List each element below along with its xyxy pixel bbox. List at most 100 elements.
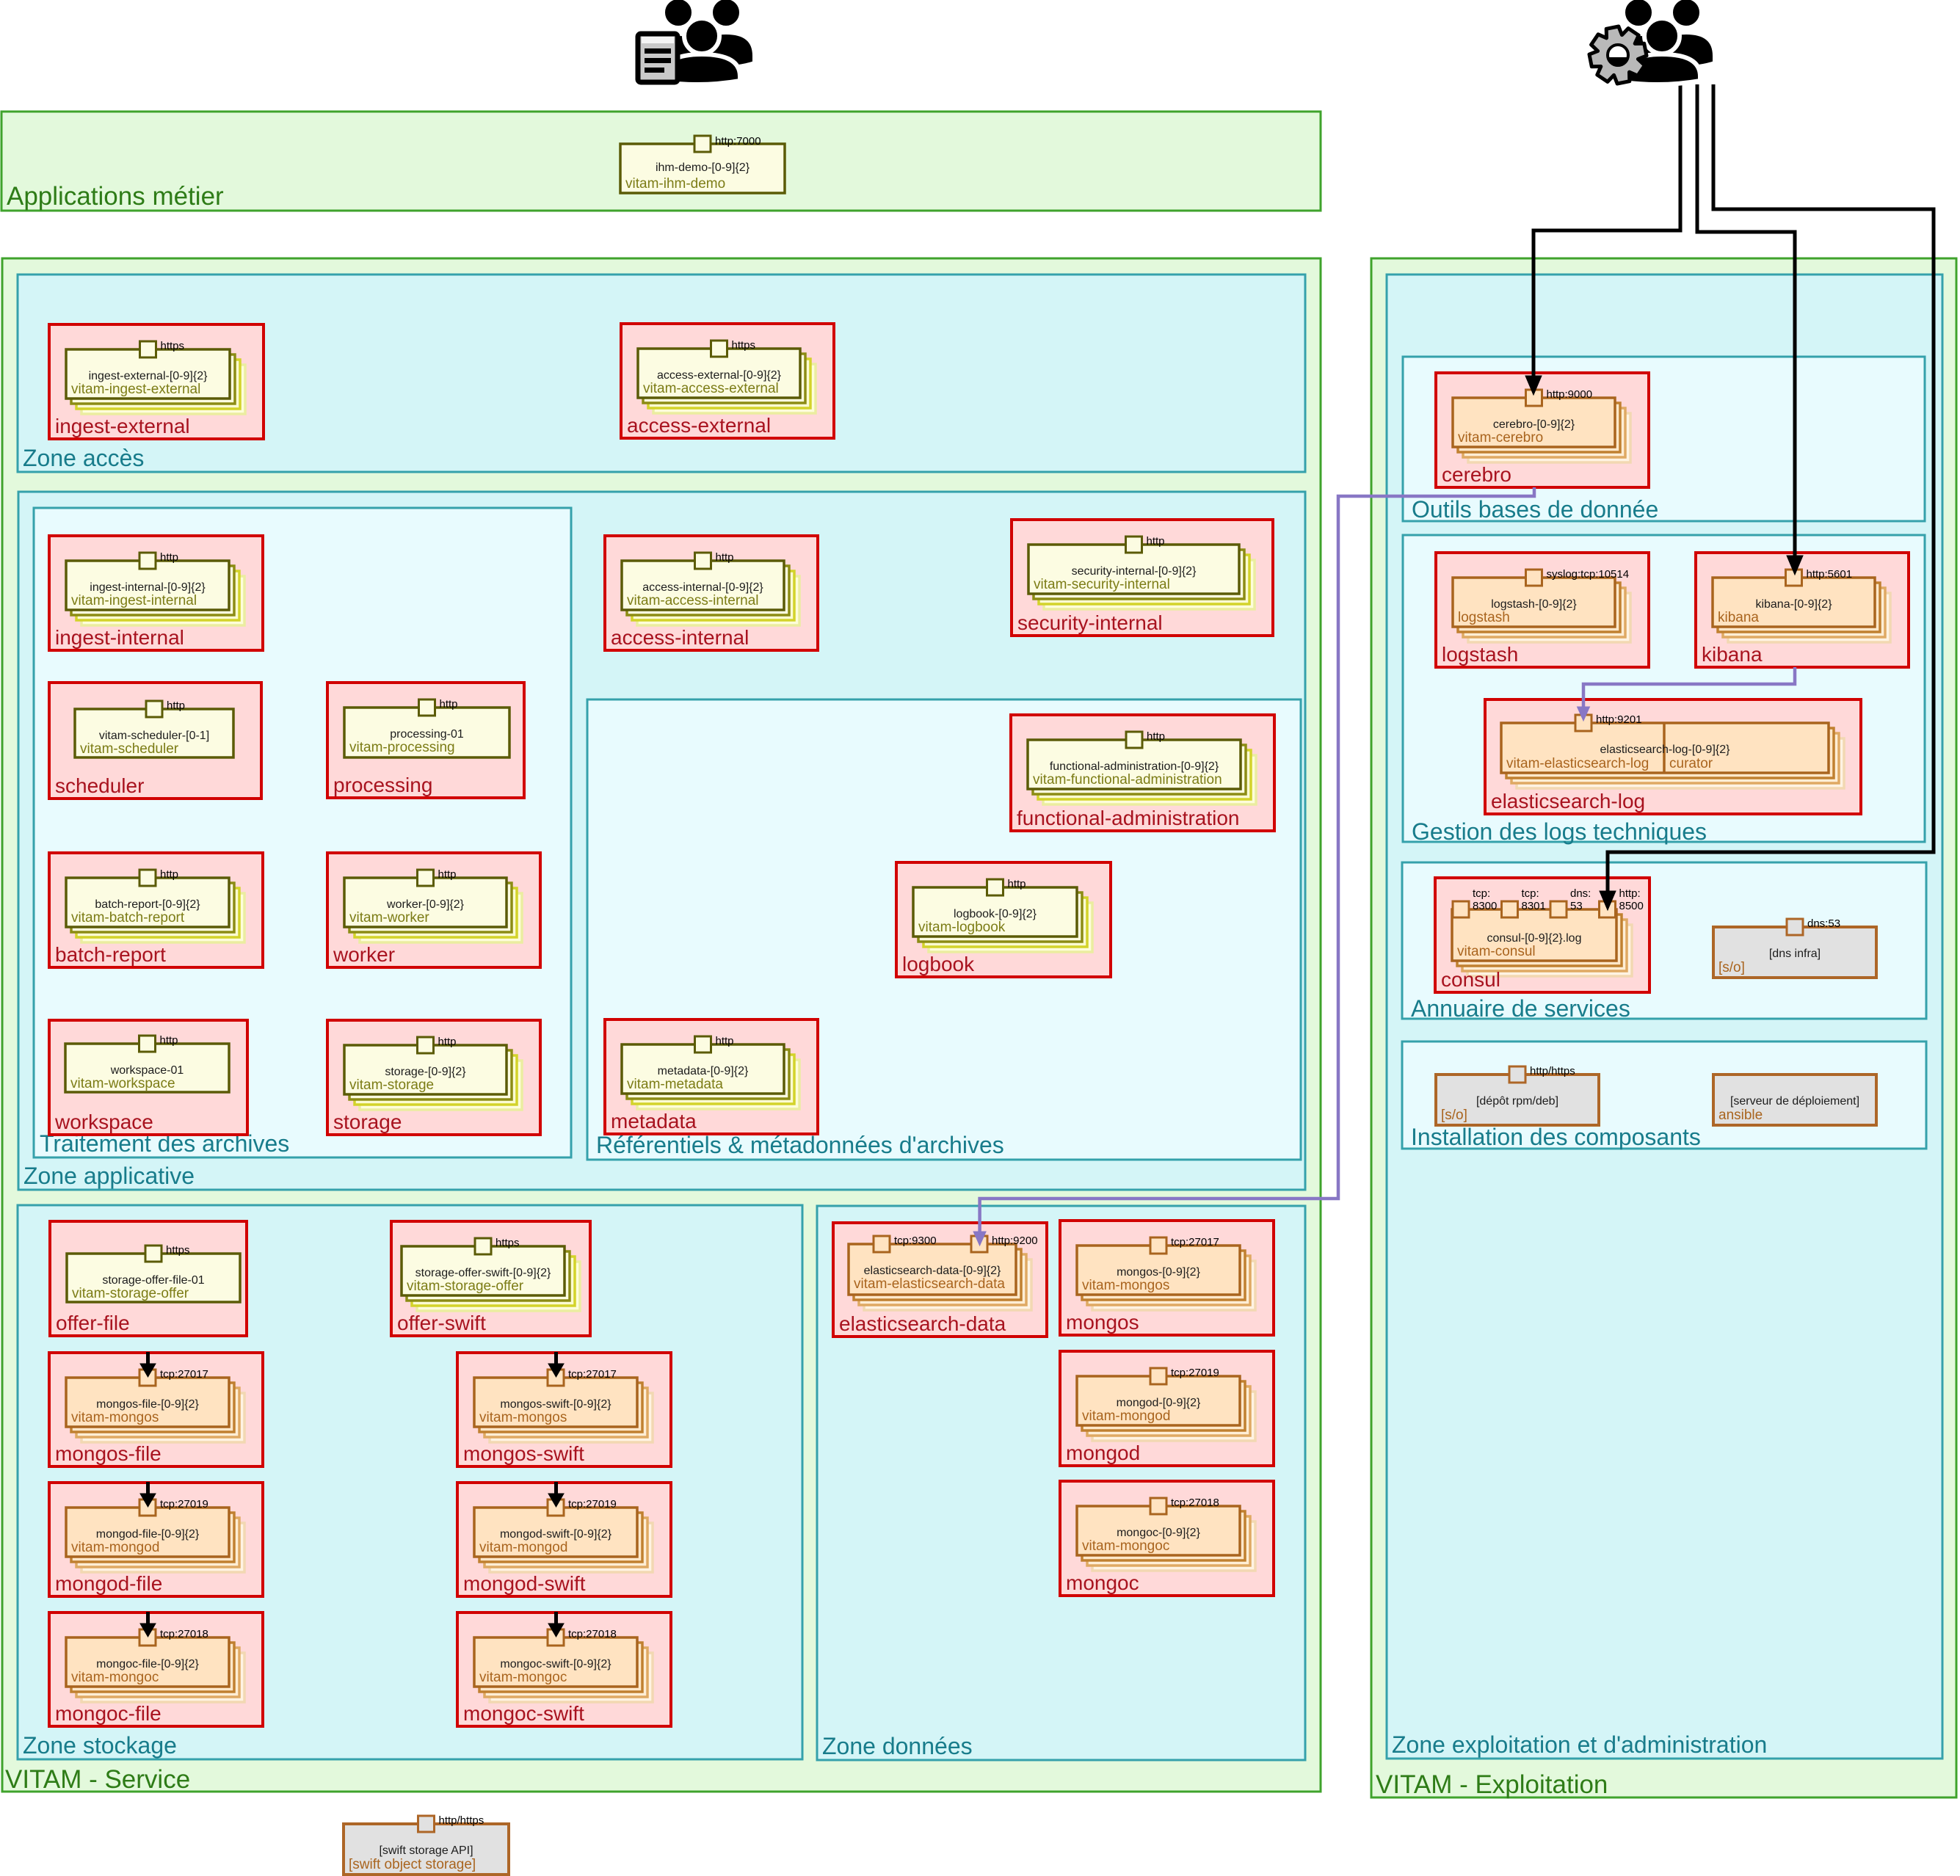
svg-text:storage: storage bbox=[333, 1110, 402, 1133]
svg-text:8500: 8500 bbox=[1619, 900, 1644, 912]
svg-text:scheduler: scheduler bbox=[55, 774, 144, 797]
svg-text:[s/o]: [s/o] bbox=[1718, 960, 1745, 975]
svg-text:dns:: dns: bbox=[1570, 887, 1591, 900]
svg-text:http:5601: http:5601 bbox=[1807, 568, 1853, 581]
svg-text:mongos-swift-[0-9]{2}: mongos-swift-[0-9]{2} bbox=[500, 1398, 611, 1411]
svg-text:worker-[0-9]{2}: worker-[0-9]{2} bbox=[386, 898, 465, 911]
svg-text:VITAM - Service: VITAM - Service bbox=[5, 1765, 190, 1794]
svg-text:vitam-elasticsearch-log: vitam-elasticsearch-log bbox=[1506, 756, 1649, 771]
svg-text:vitam-mongos: vitam-mongos bbox=[71, 1410, 159, 1425]
svg-text:[dépôt rpm/deb]: [dépôt rpm/deb] bbox=[1476, 1095, 1558, 1108]
svg-text:storage-offer-file-01: storage-offer-file-01 bbox=[102, 1274, 204, 1287]
svg-text:mongos-swift: mongos-swift bbox=[463, 1442, 584, 1465]
svg-text:mongos-file-[0-9]{2}: mongos-file-[0-9]{2} bbox=[96, 1398, 199, 1411]
svg-text:elasticsearch-data-[0-9]{2}: elasticsearch-data-[0-9]{2} bbox=[864, 1265, 1001, 1277]
svg-text:processing: processing bbox=[333, 774, 432, 796]
svg-text:vitam-mongod: vitam-mongod bbox=[1082, 1408, 1170, 1424]
svg-text:workspace-01: workspace-01 bbox=[110, 1064, 184, 1077]
svg-text:tcp:27017: tcp:27017 bbox=[160, 1368, 208, 1381]
svg-text:mongod-swift: mongod-swift bbox=[463, 1572, 586, 1595]
svg-text:[s/o]: [s/o] bbox=[1441, 1108, 1467, 1123]
svg-text:ingest-external: ingest-external bbox=[55, 415, 190, 437]
svg-text:tcp:27019: tcp:27019 bbox=[568, 1498, 617, 1510]
svg-text:cerebro: cerebro bbox=[1442, 463, 1511, 486]
svg-text:8301: 8301 bbox=[1522, 900, 1546, 912]
svg-text:http: http bbox=[716, 551, 734, 564]
svg-text:tcp:27018: tcp:27018 bbox=[1171, 1497, 1219, 1509]
svg-text:Zone données: Zone données bbox=[822, 1733, 973, 1759]
svg-text:tcp:27019: tcp:27019 bbox=[1171, 1367, 1219, 1379]
svg-text:kibana-[0-9]{2}: kibana-[0-9]{2} bbox=[1755, 598, 1832, 611]
svg-text:vitam-functional-administratio: vitam-functional-administration bbox=[1033, 772, 1222, 788]
svg-text:mongos: mongos bbox=[1066, 1311, 1139, 1334]
svg-text:offer-swift: offer-swift bbox=[397, 1312, 486, 1334]
svg-text:http: http bbox=[1147, 730, 1165, 743]
svg-text:mongoc-swift-[0-9]{2}: mongoc-swift-[0-9]{2} bbox=[500, 1658, 611, 1670]
svg-text:vitam-batch-report: vitam-batch-report bbox=[71, 910, 185, 926]
svg-text:[dns infra]: [dns infra] bbox=[1769, 948, 1821, 960]
svg-text:vitam-ingest-internal: vitam-ingest-internal bbox=[71, 593, 197, 608]
svg-text:vitam-mongoc: vitam-mongoc bbox=[71, 1670, 159, 1685]
svg-text:vitam-storage-offer: vitam-storage-offer bbox=[72, 1286, 189, 1301]
svg-text:tcp:27018: tcp:27018 bbox=[160, 1628, 208, 1640]
svg-text:batch-report-[0-9]{2}: batch-report-[0-9]{2} bbox=[95, 898, 200, 911]
svg-text:vitam-mongos: vitam-mongos bbox=[479, 1410, 567, 1425]
svg-text:http:: http: bbox=[1619, 887, 1641, 900]
svg-text:vitam-metadata: vitam-metadata bbox=[627, 1077, 723, 1092]
svg-text:Zone exploitation et d'adminis: Zone exploitation et d'administration bbox=[1392, 1731, 1767, 1758]
svg-text:http: http bbox=[716, 1035, 734, 1047]
svg-text:vitam-mongod: vitam-mongod bbox=[71, 1540, 159, 1555]
svg-text:processing-01: processing-01 bbox=[390, 728, 464, 741]
svg-text:vitam-cerebro: vitam-cerebro bbox=[1458, 430, 1543, 446]
svg-text:access-external: access-external bbox=[627, 414, 771, 437]
svg-text:tcp:27017: tcp:27017 bbox=[568, 1368, 617, 1381]
svg-text:vitam-security-internal: vitam-security-internal bbox=[1034, 577, 1170, 592]
svg-text:mongoc-swift: mongoc-swift bbox=[463, 1702, 584, 1725]
svg-text:vitam-ihm-demo: vitam-ihm-demo bbox=[625, 176, 725, 192]
svg-text:vitam-mongoc: vitam-mongoc bbox=[479, 1670, 567, 1685]
svg-text:vitam-scheduler-[0-1]: vitam-scheduler-[0-1] bbox=[99, 730, 209, 742]
svg-text:Zone stockage: Zone stockage bbox=[23, 1732, 177, 1759]
svg-text:Applications métier: Applications métier bbox=[7, 182, 224, 211]
svg-text:vitam-scheduler: vitam-scheduler bbox=[80, 741, 179, 757]
svg-text:dns:53: dns:53 bbox=[1807, 917, 1840, 930]
svg-text:logstash-[0-9]{2}: logstash-[0-9]{2} bbox=[1491, 598, 1577, 611]
svg-text:mongod-[0-9]{2}: mongod-[0-9]{2} bbox=[1117, 1397, 1201, 1409]
svg-text:ihm-demo-[0-9]{2}: ihm-demo-[0-9]{2} bbox=[656, 161, 750, 174]
svg-text:ansible: ansible bbox=[1718, 1108, 1763, 1123]
svg-text:consul: consul bbox=[1441, 968, 1500, 991]
svg-text:mongos-file: mongos-file bbox=[55, 1442, 161, 1465]
svg-text:elasticsearch-data: elasticsearch-data bbox=[839, 1312, 1006, 1335]
svg-text:security-internal-[0-9]{2}: security-internal-[0-9]{2} bbox=[1072, 565, 1197, 578]
svg-text:Annuaire de services: Annuaire de services bbox=[1411, 995, 1630, 1022]
svg-text:http: http bbox=[160, 551, 178, 564]
svg-text:workspace: workspace bbox=[54, 1110, 153, 1133]
svg-text:metadata: metadata bbox=[611, 1110, 697, 1132]
svg-text:ingest-external-[0-9]{2}: ingest-external-[0-9]{2} bbox=[89, 370, 208, 382]
svg-text:storage-[0-9]{2}: storage-[0-9]{2} bbox=[385, 1066, 466, 1078]
svg-text:mongoc: mongoc bbox=[1066, 1571, 1139, 1594]
svg-text:vitam-access-external: vitam-access-external bbox=[643, 381, 779, 396]
svg-text:functional-administration: functional-administration bbox=[1017, 807, 1240, 829]
svg-text:ingest-internal-[0-9]{2}: ingest-internal-[0-9]{2} bbox=[90, 581, 206, 594]
svg-text:vitam-logbook: vitam-logbook bbox=[918, 920, 1006, 935]
svg-text:http: http bbox=[1008, 878, 1026, 890]
svg-text:Installation des composants: Installation des composants bbox=[1411, 1124, 1701, 1150]
svg-text:mongoc-[0-9]{2}: mongoc-[0-9]{2} bbox=[1117, 1527, 1201, 1539]
svg-text:elasticsearch-log-[0-9]{2}: elasticsearch-log-[0-9]{2} bbox=[1600, 744, 1731, 756]
svg-text:tcp:: tcp: bbox=[1522, 887, 1539, 900]
svg-text:tcp:: tcp: bbox=[1473, 887, 1490, 900]
svg-text:vitam-access-internal: vitam-access-internal bbox=[627, 593, 759, 608]
svg-text:http: http bbox=[160, 1034, 178, 1047]
svg-text:http:9201: http:9201 bbox=[1596, 713, 1642, 726]
svg-text:vitam-ingest-external: vitam-ingest-external bbox=[71, 382, 200, 397]
svg-text:53: 53 bbox=[1570, 900, 1583, 912]
svg-text:vitam-storage-offer: vitam-storage-offer bbox=[407, 1279, 524, 1294]
svg-text:VITAM - Exploitation: VITAM - Exploitation bbox=[1376, 1770, 1608, 1799]
svg-text:https: https bbox=[166, 1244, 190, 1257]
svg-text:access-internal: access-internal bbox=[611, 626, 749, 649]
svg-text:vitam-mongos: vitam-mongos bbox=[1082, 1278, 1169, 1293]
svg-text:http: http bbox=[160, 868, 178, 881]
svg-text:syslog:tcp:10514: syslog:tcp:10514 bbox=[1547, 568, 1630, 581]
svg-text:http: http bbox=[440, 698, 458, 710]
